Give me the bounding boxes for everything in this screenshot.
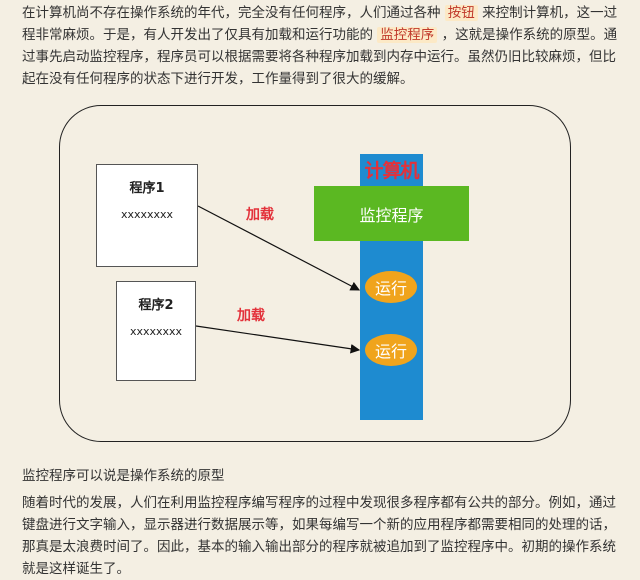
intro-text-1: 在计算机尚不存在操作系统的年代，完全没有任何程序，人们通过各种 xyxy=(22,5,441,21)
computer-label: 计算机 xyxy=(364,160,419,182)
run-2-ellipse: 运行 xyxy=(365,334,417,366)
load-1-label: 加载 xyxy=(246,207,274,223)
intro-paragraph: 在计算机尚不存在操作系统的年代，完全没有任何程序，人们通过各种 按钮 来控制计算… xyxy=(22,2,622,90)
highlight-monitor-program: 监控程序 xyxy=(377,27,438,43)
arrow-program2-to-run2 xyxy=(195,325,361,354)
body-paragraph: 随着时代的发展，人们在利用监控程序编写程序的过程中发现很多程序都有公共的部分。例… xyxy=(22,495,616,577)
program-1-code: xxxxxxxx xyxy=(120,208,174,221)
intro-text-2: 来控制计算机，这一过程非常麻烦。于是，有人开发出了仅具有加载和运行功能的 xyxy=(22,5,618,43)
highlight-buttons: 按钮 xyxy=(444,5,478,21)
arrow-program1-to-run1 xyxy=(197,205,361,291)
program-2-code: xxxxxxxx xyxy=(129,325,183,338)
load-2-label: 加载 xyxy=(237,308,265,324)
run-1-ellipse: 运行 xyxy=(365,271,417,303)
program-1-title: 程序1 xyxy=(129,181,165,196)
diagram-caption: 监控程序可以说是操作系统的原型 xyxy=(22,468,225,484)
monitor-program-block: 监控程序 xyxy=(314,186,469,241)
load-arrows xyxy=(195,205,361,354)
program-2-title: 程序2 xyxy=(138,298,174,313)
monitor-program-diagram: 程序1 xxxxxxxx 程序2 xxxxxxxx 计算机 监控程序 运行 运行… xyxy=(59,105,571,442)
program-2-box: 程序2 xxxxxxxx xyxy=(116,281,196,381)
program-1-box: 程序1 xxxxxxxx xyxy=(96,164,198,267)
intro-text-3: ，这就是操作系统的原型。通过事先启动监控程序，程序员可以根据需要将各种程序加载到… xyxy=(22,27,618,87)
